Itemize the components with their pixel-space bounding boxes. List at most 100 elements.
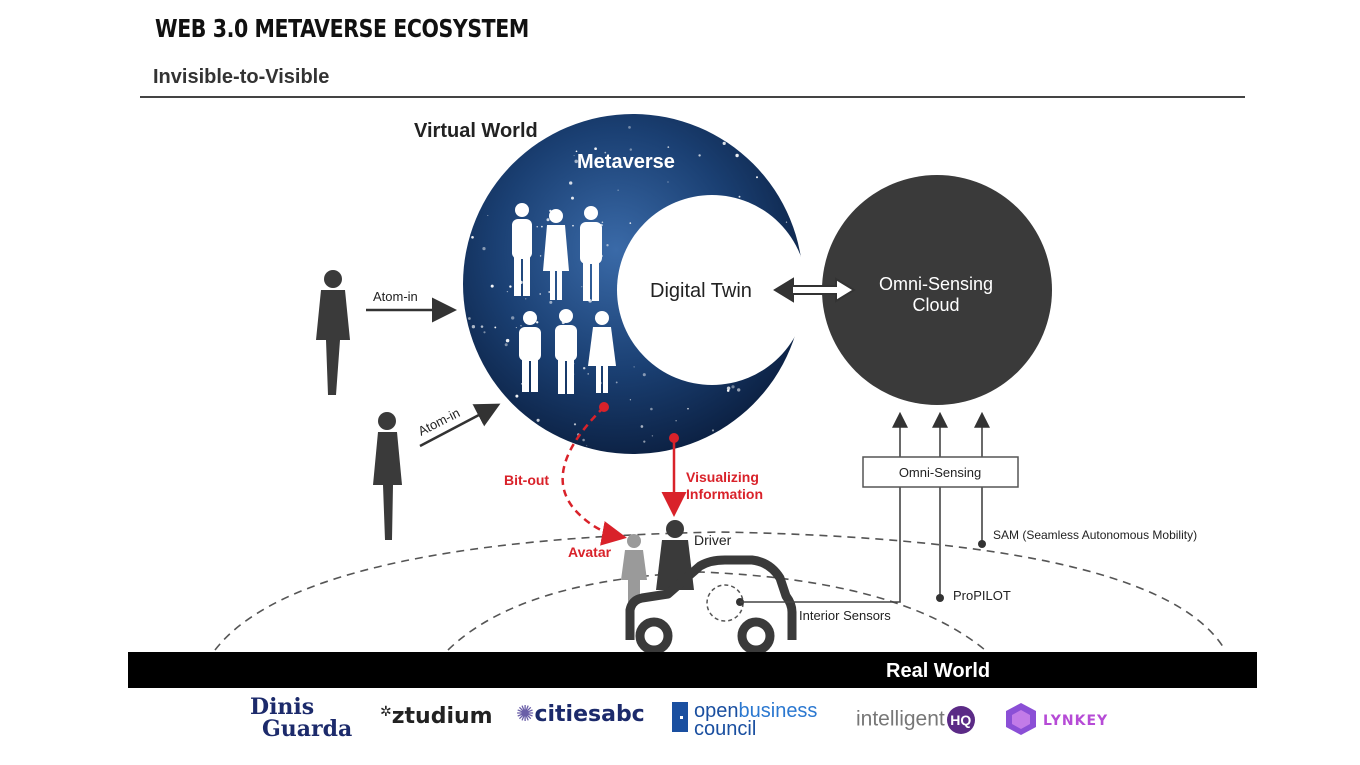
- interior-sensors-label: Interior Sensors: [799, 608, 891, 623]
- star: [629, 148, 633, 151]
- page-subtitle: Invisible-to-Visible: [153, 66, 330, 88]
- partner-logos: Dinis Guarda ✲ztudium ✺citiesabc openbus…: [0, 690, 1360, 765]
- real-world-label: Real World: [886, 660, 990, 682]
- star: [487, 214, 489, 217]
- ztudium-mark-icon: ✲: [380, 704, 392, 720]
- star: [737, 388, 741, 392]
- star: [615, 381, 618, 384]
- star: [573, 155, 575, 157]
- driver-figure: [656, 520, 694, 590]
- interior-sensor-line: [740, 411, 908, 603]
- digital-twin-label: Digital Twin: [650, 280, 752, 302]
- star: [687, 407, 689, 410]
- star: [731, 385, 735, 389]
- bit-out-label: Bit-out: [504, 472, 549, 488]
- lynkey-logo-text: LYNKEY: [1043, 713, 1109, 729]
- outer-orbit-arc: [214, 531, 1226, 651]
- virtual-world-label: Virtual World: [414, 120, 538, 142]
- star: [539, 255, 542, 257]
- star: [619, 166, 621, 168]
- citiesabc-mark-icon: ✺: [516, 702, 535, 727]
- star: [573, 423, 577, 426]
- star: [582, 366, 586, 370]
- star: [722, 141, 726, 145]
- star: [525, 298, 527, 300]
- star: [633, 366, 635, 368]
- lynkey-hexagon-icon: [1005, 702, 1037, 740]
- star: [587, 373, 589, 375]
- dinis-logo-line2: Guarda: [262, 716, 353, 742]
- star: [572, 224, 574, 227]
- star: [606, 244, 609, 247]
- star: [642, 373, 646, 377]
- page-title: WEB 3.0 METAVERSE ECOSYSTEM: [155, 14, 529, 43]
- star: [629, 222, 632, 224]
- star: [698, 154, 701, 157]
- star: [604, 151, 607, 154]
- atom-in-label-1: Atom-in: [373, 289, 418, 304]
- dinis-logo-line1: Dinis: [250, 694, 315, 720]
- star: [509, 285, 512, 288]
- star: [581, 286, 583, 288]
- star: [582, 438, 585, 442]
- visualizing-label-line1: Visualizing: [686, 469, 759, 485]
- walking-person-2: [373, 412, 402, 540]
- star: [675, 420, 677, 422]
- omni-sensing-cloud-circle: [822, 175, 1052, 405]
- star: [536, 226, 538, 228]
- star: [738, 195, 741, 198]
- star: [515, 394, 519, 398]
- omni-cloud-label-line2: Cloud: [912, 295, 959, 315]
- omni-cloud-label-line1: Omni-Sensing: [879, 274, 993, 294]
- star: [548, 290, 551, 294]
- star: [482, 247, 486, 251]
- propilot-label: ProPILOT: [953, 588, 1011, 603]
- omni-sensing-box: [862, 456, 1019, 488]
- walking-person-1: [316, 270, 350, 395]
- star: [667, 181, 669, 183]
- dinis-guarda-logo[interactable]: Dinis Guarda: [250, 696, 352, 740]
- citiesabc-logo-text: citiesabc: [534, 702, 645, 727]
- star: [541, 225, 543, 228]
- avatar-figure: [621, 534, 647, 602]
- star: [650, 407, 653, 411]
- star: [549, 300, 553, 304]
- hq-badge: HQ: [946, 706, 975, 734]
- star: [506, 290, 509, 293]
- star: [515, 327, 517, 329]
- door-icon: [672, 702, 688, 732]
- ztudium-logo-text: ztudium: [391, 704, 493, 729]
- star: [536, 321, 539, 324]
- star: [711, 429, 715, 432]
- real-world-bar: [128, 652, 1257, 688]
- avatar-label: Avatar: [568, 544, 612, 560]
- lynkey-logo[interactable]: LYNKEY: [1005, 702, 1108, 740]
- atom-in-label-2: Atom-in: [416, 405, 463, 439]
- star: [756, 176, 758, 179]
- intelligent-hq-text: intelligent: [856, 707, 945, 731]
- digital-twin-circle: [617, 195, 807, 385]
- star: [640, 425, 644, 428]
- star: [480, 325, 484, 328]
- star: [571, 196, 574, 200]
- star: [651, 435, 654, 437]
- ztudium-logo[interactable]: ✲ztudium: [380, 704, 493, 729]
- metaverse-label: Metaverse: [577, 151, 675, 173]
- visualizing-label-line2: Information: [686, 486, 763, 502]
- obc-word-business: business: [738, 700, 818, 722]
- obc-word-open: open: [694, 700, 739, 722]
- citiesabc-logo[interactable]: ✺citiesabc: [516, 702, 645, 727]
- star: [468, 317, 471, 320]
- star: [546, 218, 550, 222]
- driver-label: Driver: [694, 532, 732, 548]
- star: [575, 150, 578, 153]
- bit-out-arrow: [561, 406, 627, 546]
- star: [617, 189, 619, 191]
- star: [483, 331, 486, 334]
- star: [520, 325, 522, 327]
- star: [594, 147, 597, 151]
- star: [726, 386, 731, 390]
